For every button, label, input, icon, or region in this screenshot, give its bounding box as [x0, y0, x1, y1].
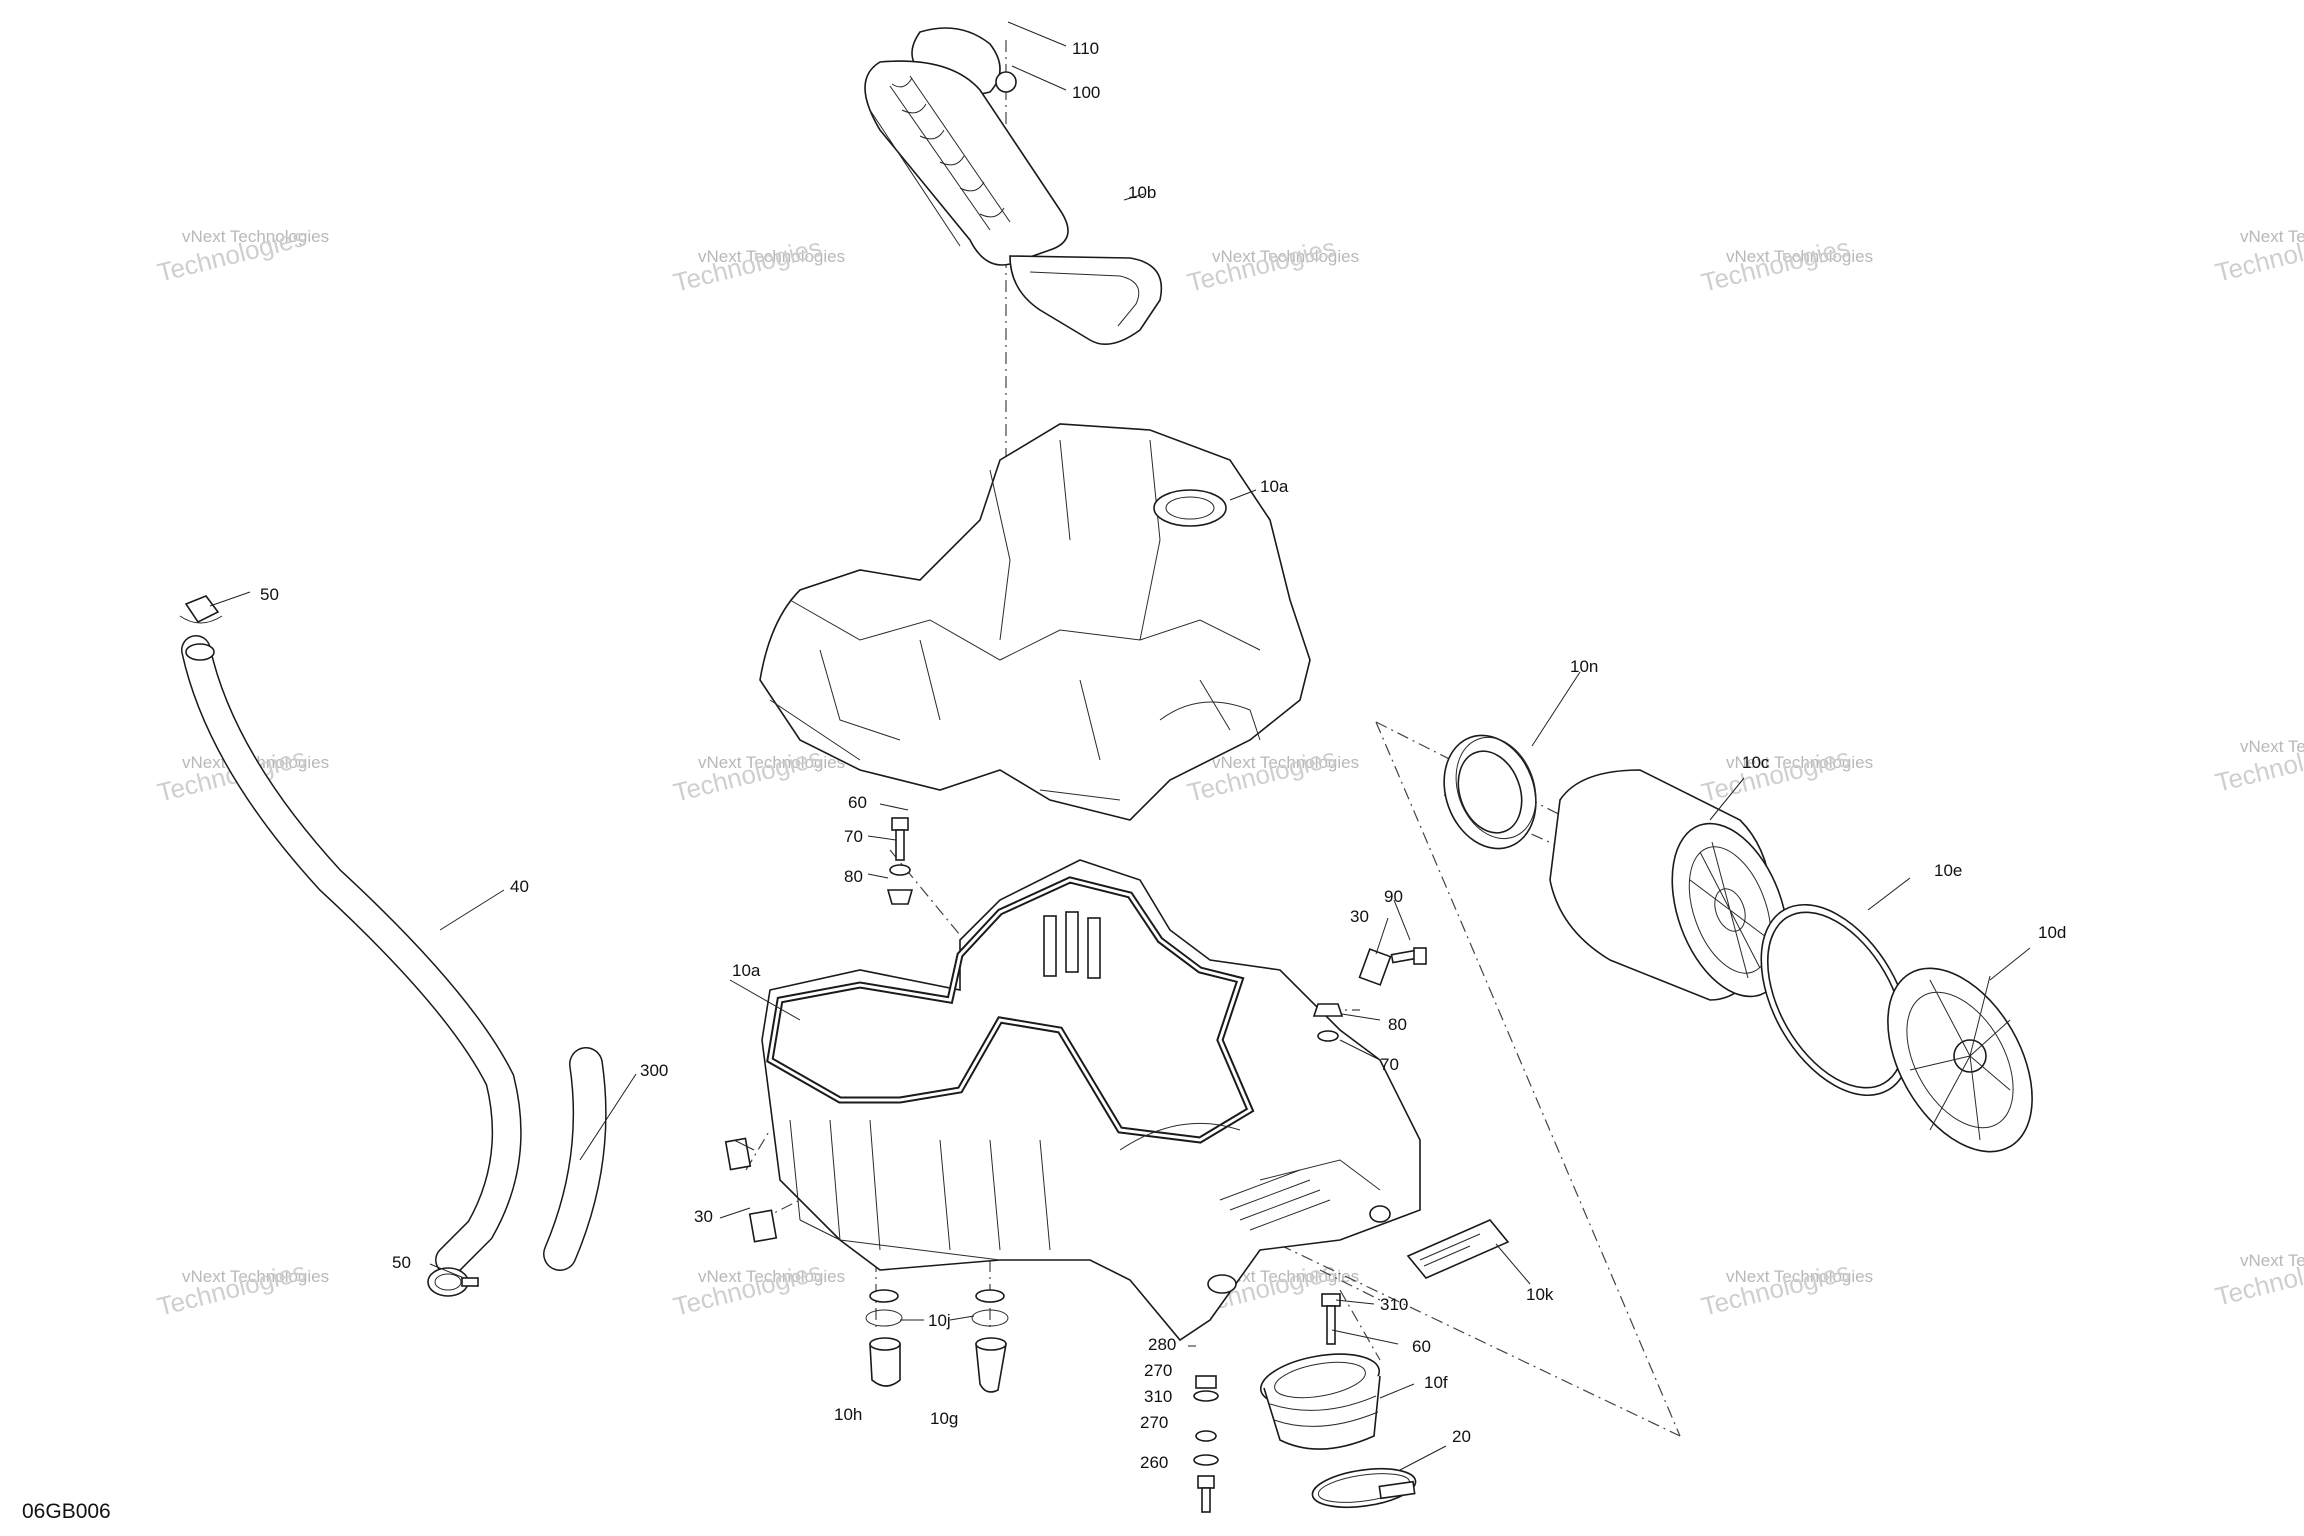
- label-310-right: 310: [1380, 1295, 1408, 1314]
- leader-lines: [209, 21, 2031, 1471]
- intake-duct-10b: [864, 27, 1163, 346]
- label-70-top: 70: [844, 827, 863, 846]
- label-10e: 10e: [1934, 861, 1962, 880]
- svg-text:Technologies: Technologies: [670, 1256, 825, 1322]
- label-20: 20: [1452, 1427, 1471, 1446]
- svg-text:vNext Technologies: vNext Technologies: [1212, 753, 1359, 772]
- label-110: 110: [1072, 39, 1099, 58]
- svg-text:vNext Technologies: vNext Technologies: [1726, 1267, 1873, 1286]
- label-30-right: 30: [1350, 907, 1369, 926]
- watermark: vNext Technologies Technologies: [1698, 1256, 1873, 1322]
- label-10b: 10b: [1128, 183, 1156, 202]
- svg-text:vNext Technologies: vNext Technologies: [2240, 737, 2304, 756]
- svg-text:Technologies: Technologies: [1184, 232, 1339, 298]
- watermark: vNext Technologies Technologies: [2212, 1246, 2304, 1312]
- svg-text:vNext Technologies: vNext Technologies: [1726, 247, 1873, 266]
- label-10k: 10k: [1526, 1285, 1554, 1304]
- label-80-right: 80: [1388, 1015, 1407, 1034]
- drain-valves: [865, 1289, 1009, 1393]
- hose-clamp-50-bottom: [427, 1267, 479, 1297]
- hose-clamp-50-top: [179, 595, 223, 624]
- diagram-code: 06GB006: [22, 1500, 111, 1523]
- fastener-stack-right: [1312, 947, 1427, 1042]
- label-10c: 10c: [1742, 753, 1770, 772]
- svg-text:vNext Technologies: vNext Technologies: [2240, 1251, 2304, 1270]
- drain-hose-40: [181, 635, 522, 1275]
- label-90: 90: [1384, 887, 1403, 906]
- label-270-b: 270: [1140, 1413, 1168, 1432]
- svg-text:vNext Technologies: vNext Technologies: [698, 247, 845, 266]
- watermark: vNext Technologies Technologies: [154, 222, 329, 288]
- svg-text:vNext Technologies: vNext Technologies: [1726, 753, 1873, 772]
- svg-text:Technologies: Technologies: [1698, 742, 1853, 808]
- label-270-a: 270: [1144, 1361, 1172, 1380]
- label-70-right: 70: [1380, 1055, 1399, 1074]
- svg-text:vNext Technologies: vNext Technologies: [698, 1267, 845, 1286]
- clamp-20: [1311, 1467, 1417, 1509]
- clip-30-left: [724, 1137, 778, 1243]
- svg-text:Technologies: Technologies: [1698, 232, 1853, 298]
- callout-labels: 110 100 10b 10a 50 40 300 50 10a 30 60 7…: [260, 39, 2066, 1472]
- svg-text:vNext Technologies: vNext Technologies: [2240, 227, 2304, 246]
- label-10a-bottom: 10a: [732, 961, 761, 980]
- air-filter-assembly: [1443, 734, 2033, 1153]
- watermark: vNext Technologies Technologies: [670, 232, 845, 298]
- watermark: vNext Technologies Technologies: [670, 742, 845, 808]
- intake-boot-10f: [1259, 1353, 1381, 1450]
- label-100: 100: [1072, 83, 1100, 102]
- svg-text:vNext Technologies: vNext Technologies: [182, 1267, 329, 1286]
- airbox-base-10a: [761, 859, 1421, 1342]
- svg-text:Technologies: Technologies: [1698, 1256, 1853, 1322]
- label-50-bottom: 50: [392, 1253, 411, 1272]
- label-10j: 10j: [928, 1311, 951, 1330]
- label-10g: 10g: [930, 1409, 958, 1428]
- svg-text:Technologies: Technologies: [154, 1256, 309, 1322]
- svg-text:vNext Technologies: vNext Technologies: [182, 227, 329, 246]
- watermark: vNext Technologies Technologies: [1184, 232, 1359, 298]
- hose-300: [543, 1047, 607, 1271]
- label-60-right: 60: [1412, 1337, 1431, 1356]
- label-310-left: 310: [1144, 1387, 1172, 1406]
- fastener-stack-upper: [886, 817, 914, 905]
- label-60-top: 60: [848, 793, 867, 812]
- airbox-cover-10a: [759, 423, 1311, 821]
- svg-text:vNext Technologies: vNext Technologies: [698, 753, 845, 772]
- watermark: vNext Technologies Technologies: [2212, 732, 2304, 798]
- label-50-top: 50: [260, 585, 279, 604]
- watermark: vNext Technologies Technologies: [1698, 232, 1873, 298]
- watermark: vNext Technologies Technologies: [154, 1256, 329, 1322]
- label-10a-top: 10a: [1260, 477, 1289, 496]
- label-10f: 10f: [1424, 1373, 1448, 1392]
- label-10h: 10h: [834, 1405, 862, 1424]
- watermark: vNext Technologies Technologies: [1698, 742, 1873, 808]
- label-10d: 10d: [2038, 923, 2066, 942]
- watermark: vNext Technologies Technologies: [2212, 222, 2304, 288]
- label-40: 40: [510, 877, 529, 896]
- label-80-top: 80: [844, 867, 863, 886]
- label-30-left: 30: [694, 1207, 713, 1226]
- fastener-stack-lower: [1193, 1293, 1341, 1513]
- label-260: 260: [1140, 1453, 1168, 1472]
- svg-text:Technologies: Technologies: [670, 742, 825, 808]
- svg-text:vNext Technologies: vNext Technologies: [1212, 247, 1359, 266]
- label-280: 280: [1148, 1335, 1176, 1354]
- svg-text:Technologies: Technologies: [670, 232, 825, 298]
- label-300: 300: [640, 1061, 668, 1080]
- label-10n: 10n: [1570, 657, 1598, 676]
- watermark: vNext Technologies Technologies: [670, 1256, 845, 1322]
- decal-10k: [1406, 1219, 1510, 1279]
